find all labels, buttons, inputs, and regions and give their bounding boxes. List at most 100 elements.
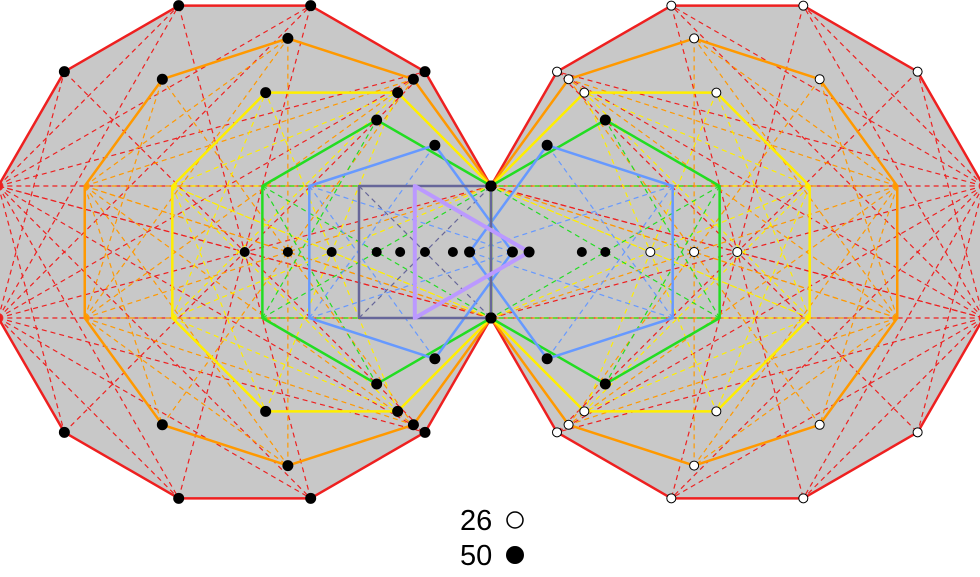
left-dodecagon-diagonal — [917, 71, 980, 307]
left-decagon-diagonal — [568, 78, 898, 319]
filled-vertex-dot — [305, 492, 317, 504]
right-dodecagon-diagonal — [0, 186, 426, 433]
legend-filled-count: 50 — [460, 540, 492, 572]
left-octagon-diagonal — [584, 317, 810, 412]
filled-vertex-dot — [429, 139, 441, 151]
left-decagon-diagonal — [819, 79, 898, 319]
filled-vertex-dot — [156, 73, 168, 85]
filled-vertex-dot — [371, 114, 383, 126]
right-decagon-diagonal — [84, 78, 414, 319]
filled-vertex-dot — [541, 353, 553, 365]
vertex-dots — [58, 0, 923, 504]
left-decagon-diagonal — [568, 185, 898, 426]
right-octagon-diagonal — [171, 92, 267, 319]
hollow-vertex-dot — [814, 74, 825, 85]
legend-filled-dot-icon — [506, 546, 524, 564]
right-decagon-diagonal — [84, 185, 492, 319]
filled-center-dot — [371, 247, 382, 257]
dashed-diagonals — [0, 5, 980, 499]
hollow-center-dot — [645, 247, 656, 257]
left-decagon-diagonal — [819, 185, 898, 425]
filled-vertex-dot — [599, 114, 611, 126]
hollow-vertex-dot — [689, 33, 700, 44]
right-octagon-diagonal — [172, 317, 398, 412]
filled-vertex-dot — [58, 426, 70, 438]
filled-vertex-dot — [282, 32, 294, 44]
filled-vertex-dot — [305, 0, 317, 12]
left-dodecagon-diagonal — [556, 187, 980, 433]
hollow-vertex-dot — [912, 427, 923, 438]
right-pentagon-edge — [308, 143, 514, 361]
right-decagon-diagonal — [84, 185, 492, 319]
left-hexagon-diagonal — [604, 119, 721, 319]
filled-center-dot — [447, 247, 458, 257]
shared-vertex-dot — [486, 181, 496, 191]
right-dodecagon-diagonal — [0, 318, 180, 499]
filled-vertex-dot — [419, 426, 431, 438]
right-decagon-diagonal — [84, 185, 289, 466]
left-dodecagon-diagonal — [556, 71, 980, 317]
right-decagon-diagonal — [84, 185, 414, 426]
right-hexagon-diagonal — [261, 119, 378, 319]
right-dodecagon-diagonal — [0, 187, 180, 499]
left-octagon-diagonal — [715, 185, 811, 412]
left-dodecagon-diagonal — [802, 5, 980, 313]
filled-vertex-dot — [371, 378, 383, 390]
left-pentagon-edge — [468, 143, 674, 361]
filled-vertex-dot — [392, 87, 404, 99]
hollow-center-dot — [732, 247, 743, 257]
legend-hollow-count: 26 — [460, 505, 492, 537]
filled-vertex-dot — [282, 460, 294, 472]
hollow-vertex-dot — [711, 406, 722, 417]
left-octagon-diagonal — [715, 92, 811, 319]
shared-vertex-dot — [486, 313, 496, 323]
filled-vertex-dot — [599, 378, 611, 390]
filled-center-dot — [576, 247, 587, 257]
right-decagon-diagonal — [84, 79, 163, 319]
hollow-vertex-dot — [563, 419, 574, 430]
right-decagon-diagonal — [161, 78, 414, 426]
right-decagon-diagonal — [84, 185, 163, 425]
filled-vertex-dot — [173, 492, 185, 504]
hollow-vertex-dot — [579, 87, 590, 98]
right-dodecagon-diagonal — [0, 5, 180, 186]
filled-vertex-dot — [464, 246, 476, 258]
hollow-vertex-dot — [666, 493, 677, 504]
left-octagon-diagonal — [584, 92, 810, 187]
filled-center-dot — [600, 247, 611, 257]
hollow-vertex-dot — [563, 74, 574, 85]
left-decagon-diagonal — [490, 185, 898, 319]
filled-vertex-dot — [419, 66, 431, 78]
hollow-vertex-dot — [666, 0, 677, 11]
left-decagon-diagonal — [568, 78, 821, 426]
right-octagon-diagonal — [171, 185, 267, 412]
right-dodecagon-diagonal — [0, 318, 311, 499]
filled-vertex-dot — [260, 87, 272, 99]
left-dodecagon-diagonal — [802, 320, 980, 499]
filled-vertex-dot — [173, 0, 185, 12]
hollow-vertex-dot — [798, 0, 809, 11]
hollow-vertex-dot — [798, 493, 809, 504]
right-hexagon-diagonal — [261, 185, 378, 385]
filled-vertex-dot — [260, 405, 272, 417]
filled-vertex-dot — [506, 246, 518, 258]
right-octagon-diagonal — [172, 92, 398, 187]
filled-center-dot — [282, 247, 293, 257]
legend-hollow-dot-icon — [506, 511, 524, 529]
left-dodecagon-diagonal — [671, 319, 980, 499]
left-decagon-diagonal — [693, 185, 898, 466]
filled-vertex-dot — [156, 419, 168, 431]
left-dodecagon-diagonal — [917, 197, 980, 433]
filled-center-dot — [395, 247, 406, 257]
left-hexagon-diagonal — [604, 185, 721, 385]
left-decagon-diagonal — [490, 185, 898, 319]
filled-vertex-dot — [58, 66, 70, 78]
right-decagon-diagonal — [84, 185, 492, 319]
right-decagon-diagonal — [161, 78, 414, 426]
hollow-vertex-dot — [579, 406, 590, 417]
right-dodecagon-diagonal — [0, 189, 65, 433]
right-dodecagon-diagonal — [0, 5, 311, 186]
hollow-vertex-dot — [689, 460, 700, 471]
right-decagon-diagonal — [84, 37, 289, 187]
